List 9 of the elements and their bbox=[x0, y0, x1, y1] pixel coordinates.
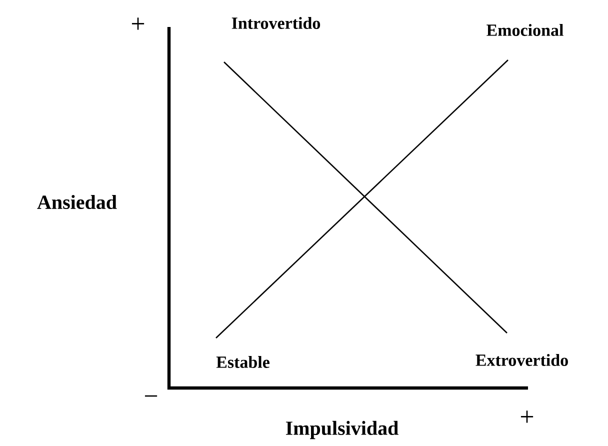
axis-title: Impulsividad bbox=[286, 420, 398, 440]
axis-title: Ansiedad bbox=[37, 194, 117, 210]
quadrant-label: Estable bbox=[216, 356, 270, 368]
quadrant-label: Extrovertido bbox=[476, 354, 568, 366]
quadrant-label: Introvertido bbox=[232, 17, 320, 29]
sign: + bbox=[132, 18, 144, 30]
sign: + bbox=[520, 410, 534, 423]
sign: − bbox=[144, 395, 158, 397]
quadrant-label: Emocional bbox=[486, 24, 564, 36]
